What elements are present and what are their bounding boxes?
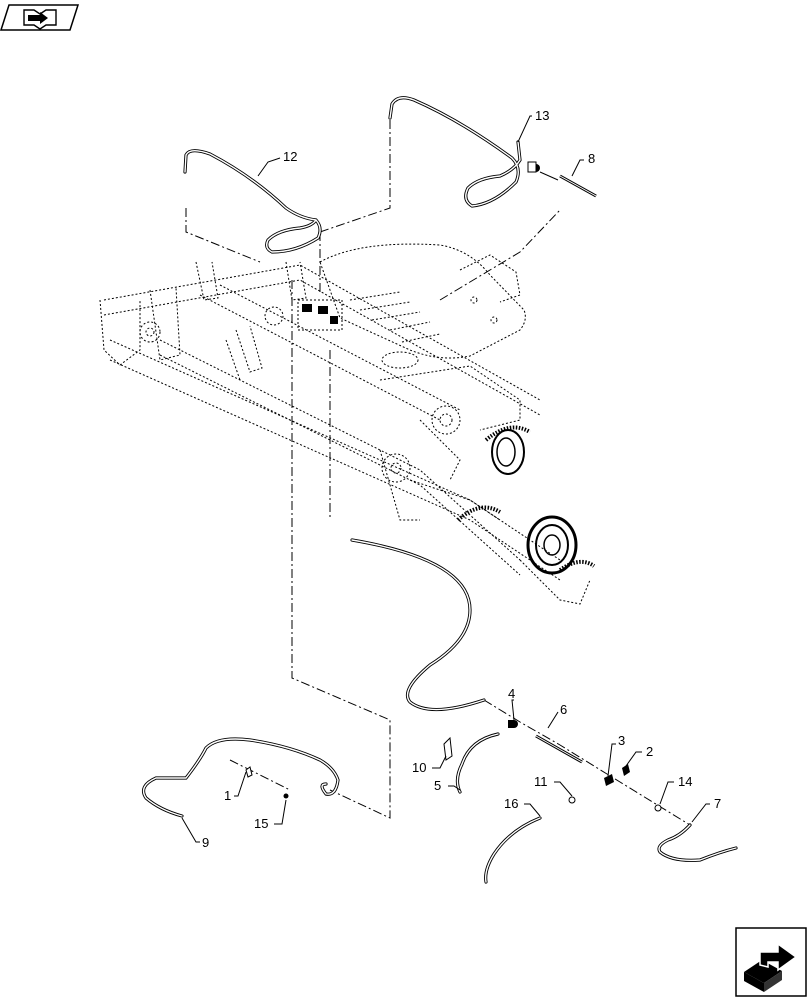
callout-16: 16 <box>504 796 518 811</box>
part-8-rod[interactable] <box>539 171 597 198</box>
book-arrow-icon[interactable] <box>0 4 80 31</box>
callout-10: 10 <box>412 760 426 775</box>
callout-labels: 12 13 8 4 6 10 5 3 2 11 16 14 7 1 15 9 <box>202 108 721 850</box>
hydraulic-hose-13[interactable] <box>388 96 540 208</box>
long-hydraulic-hose[interactable] <box>350 538 486 712</box>
callout-leaders <box>181 115 710 843</box>
next-page-arrow-icon[interactable] <box>735 927 807 997</box>
part-1-fitting[interactable] <box>245 766 253 778</box>
callout-12: 12 <box>283 149 297 164</box>
callout-3: 3 <box>618 733 625 748</box>
callout-7: 7 <box>714 796 721 811</box>
hydraulic-hose-12[interactable] <box>183 149 322 254</box>
part-15-fitting[interactable] <box>283 793 289 799</box>
callout-4: 4 <box>508 686 515 701</box>
hydraulic-hose-9[interactable] <box>142 737 340 818</box>
part-6-rod[interactable] <box>535 734 583 764</box>
machine-frame-assembly <box>99 243 596 605</box>
part-3-fitting[interactable] <box>604 774 614 786</box>
callout-1: 1 <box>224 788 231 803</box>
part-5-curved-strap[interactable] <box>455 732 500 794</box>
hydraulic-hose-7[interactable] <box>657 823 738 862</box>
hose-fitting <box>527 161 540 173</box>
gauge-wheel-lower <box>526 515 578 575</box>
part-2-clip[interactable] <box>622 764 630 776</box>
callout-8: 8 <box>588 151 595 166</box>
callout-13: 13 <box>535 108 549 123</box>
part-14-fitting[interactable] <box>654 804 662 812</box>
callout-2: 2 <box>646 744 653 759</box>
hydraulic-hose-16[interactable] <box>484 816 542 884</box>
callout-11: 11 <box>534 774 548 789</box>
part-11-fitting[interactable] <box>568 796 576 804</box>
phantom-leader-lines <box>185 118 691 826</box>
callout-15: 15 <box>254 816 268 831</box>
callout-6: 6 <box>560 702 567 717</box>
callout-14: 14 <box>678 774 692 789</box>
gauge-wheel-upper <box>484 425 532 475</box>
part-4-fitting[interactable] <box>508 720 518 728</box>
callout-5: 5 <box>434 778 441 793</box>
callout-9: 9 <box>202 835 209 850</box>
part-10-bracket[interactable] <box>443 736 453 761</box>
